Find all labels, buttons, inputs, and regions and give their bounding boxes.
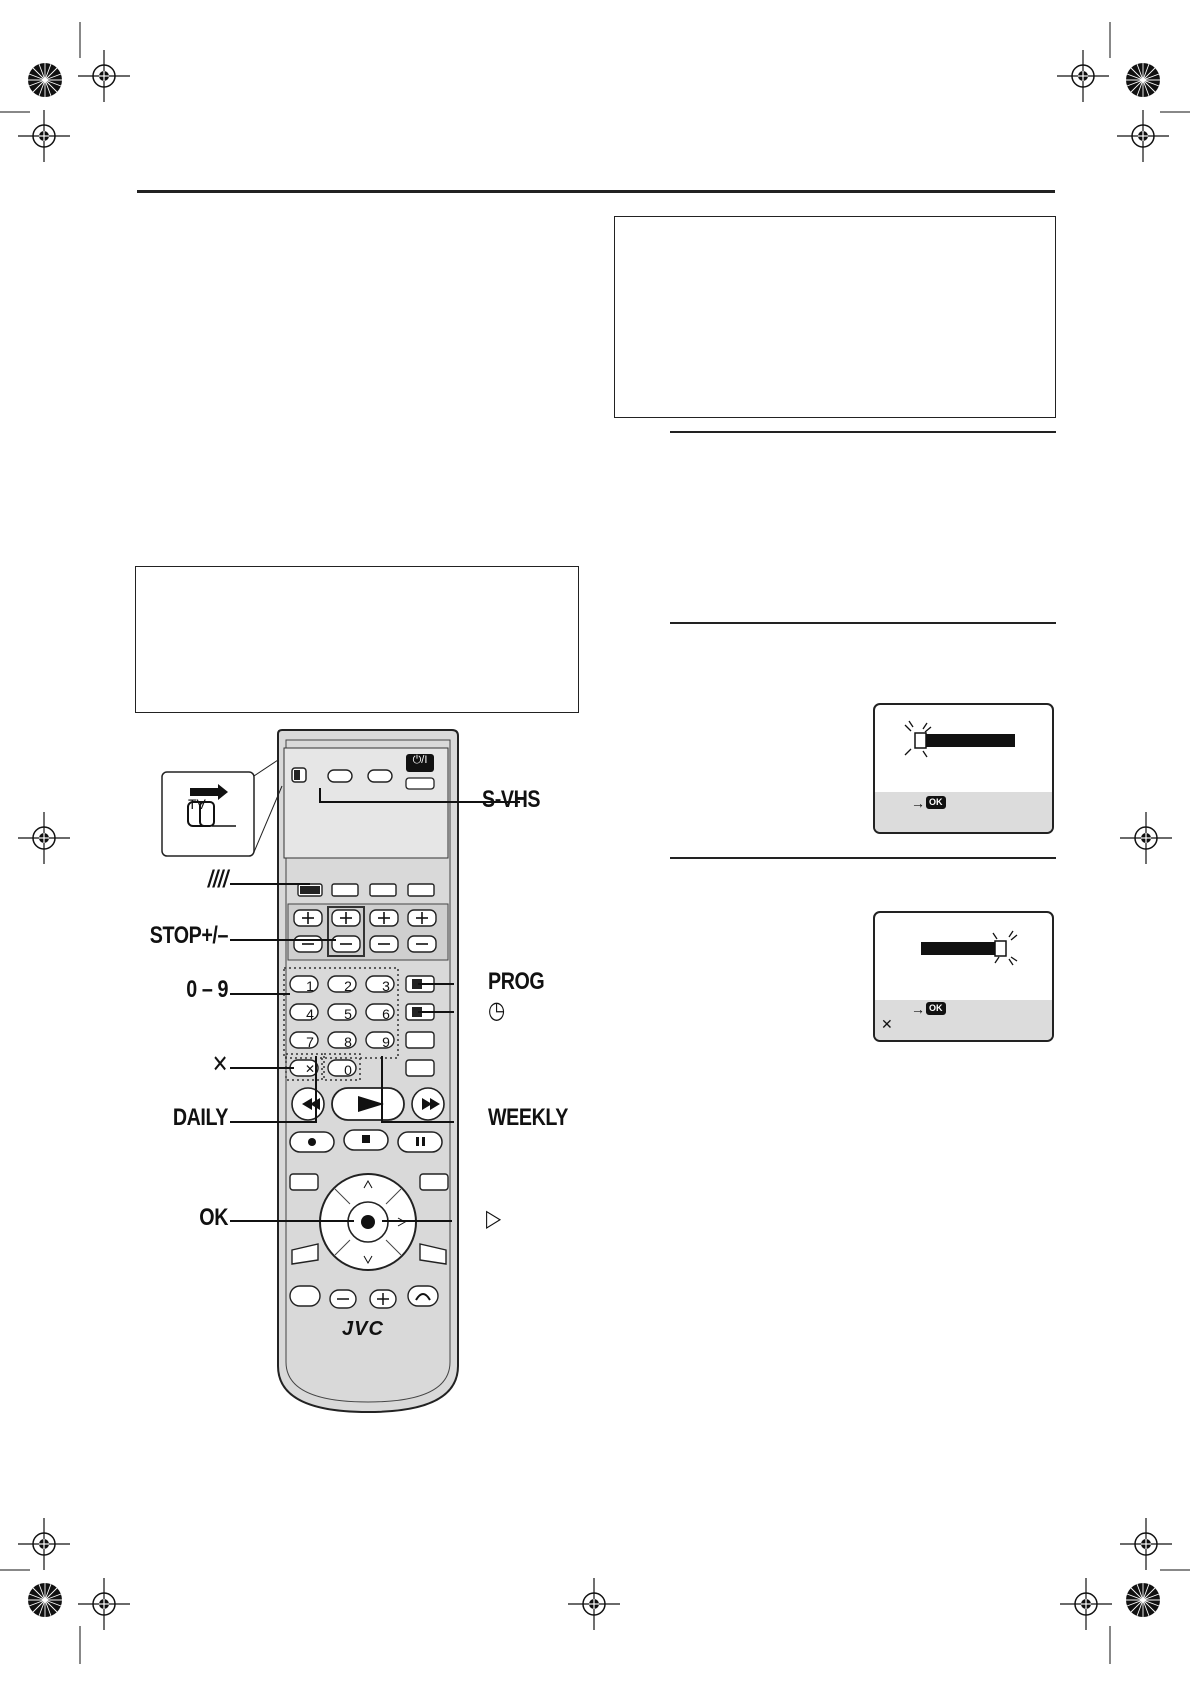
remote-control-illustration (161, 729, 520, 1414)
brand-logo: JVC (342, 1318, 384, 1340)
callout-prog: PROG (488, 968, 545, 995)
osd-bar-end (921, 930, 1018, 966)
cancel-key-icon[interactable]: ✕ (304, 1062, 316, 1076)
callout-svhs: S-VHS (482, 786, 541, 813)
step-rule-3 (670, 857, 1056, 859)
right-arrow-icon: ▷ (486, 1205, 501, 1232)
callout-slashes: //// (207, 866, 229, 893)
osd-guide-band: → OK (875, 792, 1052, 832)
header-rule (137, 190, 1055, 193)
ok-badge: OK (926, 1002, 946, 1015)
info-box-left (135, 566, 579, 713)
key-5[interactable]: 5 (344, 1006, 352, 1022)
callout-stop: STOP+/– (149, 922, 229, 949)
timer-icon: ◷ (488, 997, 505, 1024)
key-0[interactable]: 0 (344, 1062, 352, 1078)
callout-cancel-icon: ✕ (211, 1051, 228, 1078)
callout-ok: OK (199, 1204, 228, 1231)
key-2[interactable]: 2 (344, 978, 352, 994)
arrow-right-icon: → (911, 1001, 925, 1017)
key-7[interactable]: 7 (306, 1034, 314, 1050)
callout-daily: DAILY (172, 1104, 229, 1131)
ok-badge: OK (926, 796, 946, 809)
osd-screen-1: → OK (873, 703, 1054, 834)
osd-guide-band: → OK ✕ (875, 1000, 1052, 1040)
key-8[interactable]: 8 (344, 1034, 352, 1050)
key-9[interactable]: 9 (382, 1034, 390, 1050)
cancel-icon: ✕ (881, 1016, 893, 1032)
key-1[interactable]: 1 (306, 978, 314, 994)
osd-bar-start (904, 720, 1015, 758)
callout-digits: 0 – 9 (186, 976, 228, 1003)
step-rule-2 (670, 622, 1056, 624)
info-box-right (614, 216, 1056, 418)
key-4[interactable]: 4 (306, 1006, 314, 1022)
key-6[interactable]: 6 (382, 1006, 390, 1022)
key-3[interactable]: 3 (382, 978, 390, 994)
arrow-right-icon: → (911, 795, 925, 811)
osd-screen-2: → OK ✕ (873, 911, 1054, 1042)
step-rule-1 (670, 431, 1056, 433)
switch-tv-label: TV (188, 796, 206, 812)
callout-weekly: WEEKLY (488, 1104, 568, 1131)
power-button[interactable]: ⏻/I (412, 754, 428, 766)
